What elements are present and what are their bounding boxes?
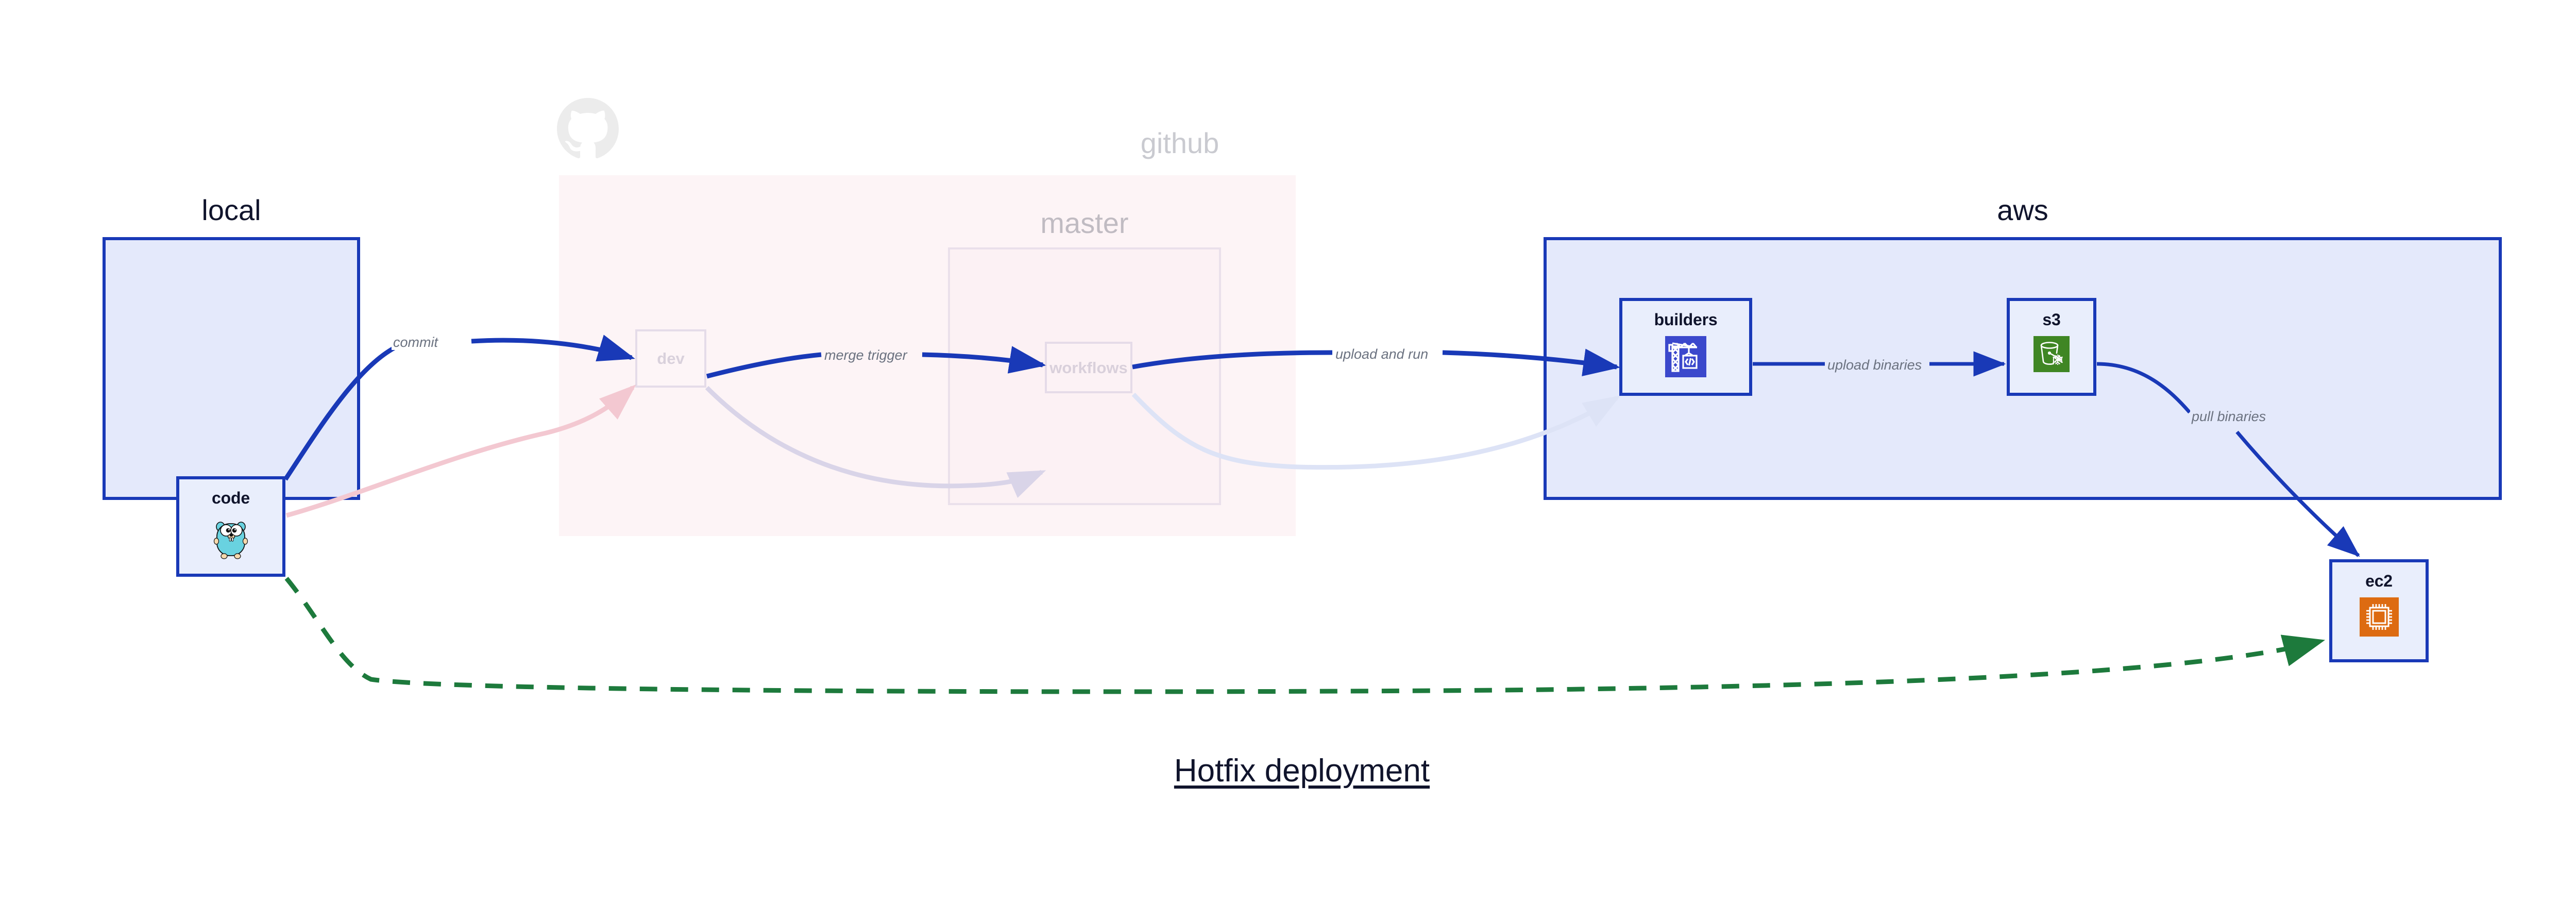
- edge-workflows-builders-tail: [1442, 348, 1621, 376]
- node-workflows[interactable]: workflows: [1045, 342, 1132, 393]
- edge-label-merge-trigger: merge trigger: [824, 347, 907, 363]
- node-builders[interactable]: builders: [1619, 298, 1752, 396]
- node-s3[interactable]: s3: [2007, 298, 2096, 396]
- cluster-local: [103, 237, 360, 500]
- edge-s3-ec2: [2096, 362, 2191, 414]
- cluster-master-label: master: [1040, 207, 1129, 239]
- edge-s3-ec2-tail: [2235, 430, 2360, 557]
- node-ec2-label: ec2: [2365, 572, 2393, 590]
- edge-dev-workflows-tail: [922, 346, 1047, 374]
- edge-ghost-workflows-builders: [1131, 392, 1621, 470]
- node-code-label: code: [212, 489, 250, 507]
- edge-code-dev: [283, 342, 403, 481]
- node-dev[interactable]: dev: [635, 329, 706, 388]
- edge-label-upload-and-run: upload and run: [1334, 347, 1430, 362]
- aws-s3-glacier-icon: [2033, 336, 2070, 372]
- aws-ec2-icon: [2359, 597, 2399, 637]
- edge-workflows-builders: [1132, 350, 1333, 370]
- node-workflows-label: workflows: [1049, 358, 1128, 377]
- cluster-local-label: local: [201, 194, 261, 226]
- node-builders-label: builders: [1654, 310, 1718, 329]
- node-ec2[interactable]: ec2: [2329, 559, 2429, 662]
- node-code[interactable]: code: [176, 476, 285, 577]
- edge-label-upload-binaries: upload binaries: [1826, 358, 1924, 373]
- cluster-master: [948, 247, 1221, 505]
- edge-code-ec2-hotfix: [284, 577, 2326, 694]
- cluster-aws-label: aws: [1997, 194, 2048, 226]
- edge-ghost-dev-workflows: [705, 386, 1046, 498]
- edge-dev-workflows: [706, 352, 822, 379]
- node-dev-label: dev: [657, 349, 685, 368]
- github-octocat-icon: [557, 98, 619, 160]
- cluster-github-label: github: [1140, 127, 1219, 159]
- aws-codebuild-icon: [1665, 336, 1706, 377]
- edge-label-pull-binaries: pull binaries: [2190, 409, 2268, 424]
- diagram-title: Hotfix deployment: [1174, 753, 1430, 789]
- edge-label-commit: commit: [392, 335, 439, 350]
- edge-code-dev-tail: [471, 335, 635, 362]
- node-s3-label: s3: [2042, 310, 2061, 329]
- go-gopher-icon: [212, 514, 250, 562]
- edge-ghost-code-dev: [285, 385, 636, 518]
